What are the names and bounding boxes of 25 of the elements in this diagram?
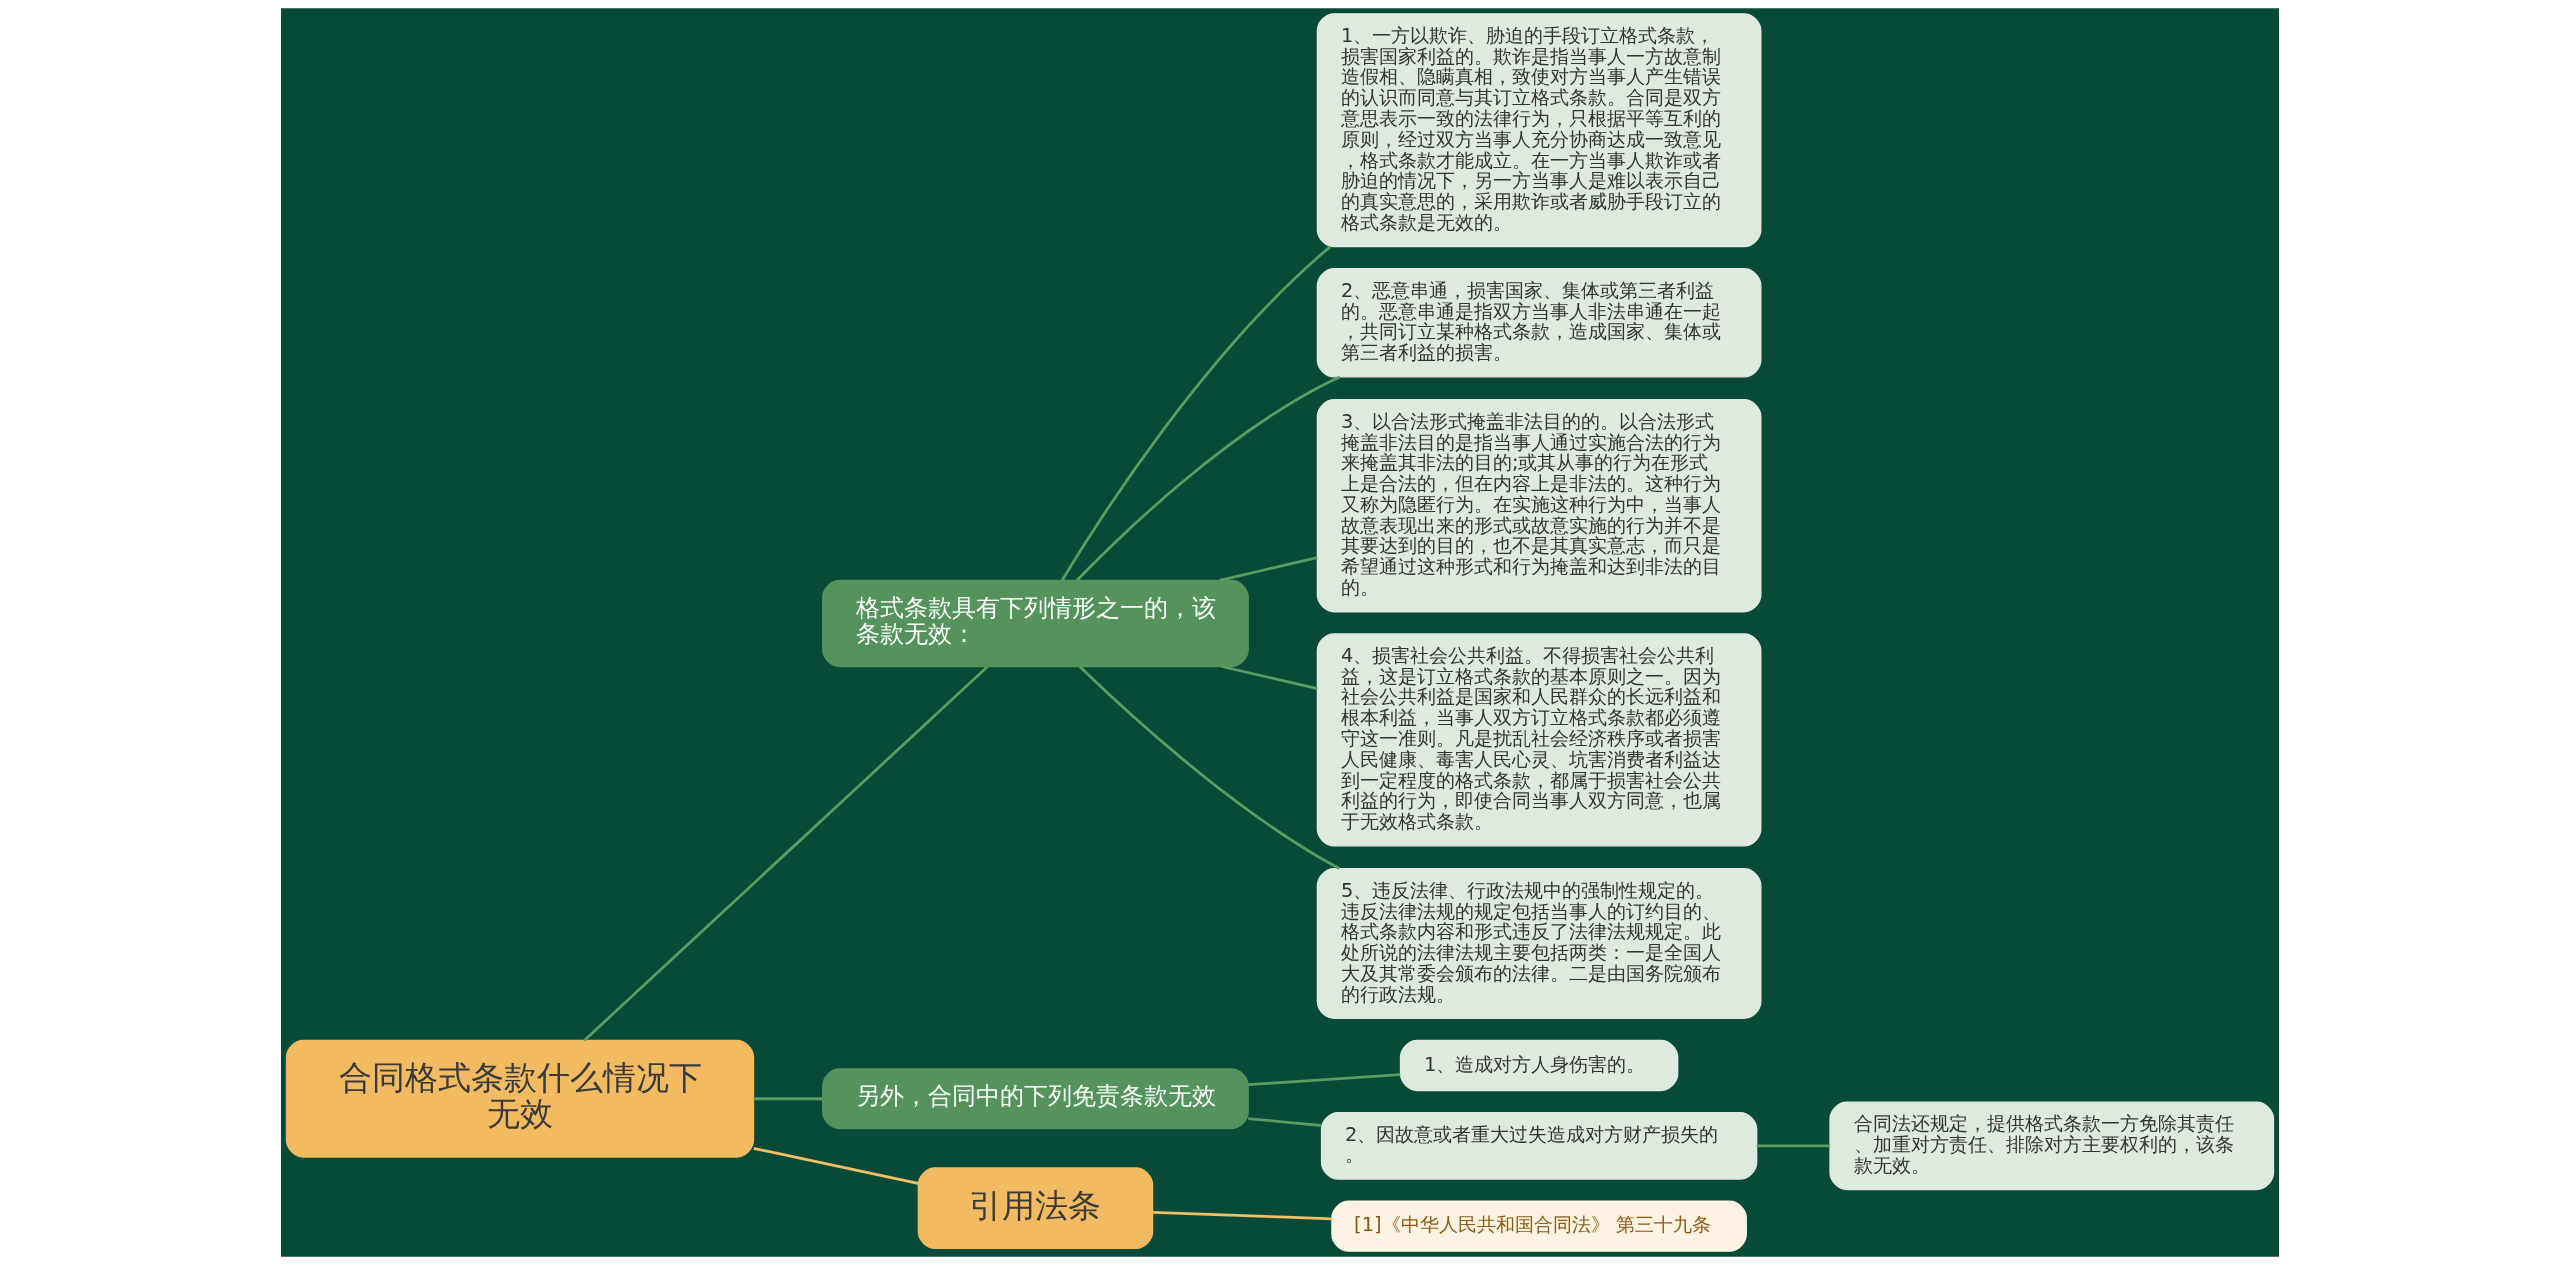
connector	[1060, 245, 1332, 581]
node-box: 2、恶意串通，损害国家、集体或第三者利益的。恶意串通是指双方当事人非法串通在一起，共同订立某种格式条款，造成国家、集体或第三者利益的损害。	[1316, 268, 1762, 378]
node-box: 2、因故意或者重大过失造成对方财产损失的。	[1320, 1111, 1758, 1180]
connector	[753, 1147, 919, 1185]
connector	[1221, 665, 1318, 691]
node-box: 另外，合同中的下列免责条款无效	[822, 1068, 1249, 1130]
node-box: 4、损害社会公共利益。不得损害社会公共利益，这是订立格式条款的基本原则之一。因为社会公共利益是国家和人民群众的长远利益和根本利益，当事人双方订立格式条款都必须遵守这一准则。凡是扰乱社会经济秩序或者损害人民健康、毒害人民心灵、坑害消费者利益达到一定程度的格式条款，都属于损害社会公共利益的行为，即使合同当事人双方同意，也属于无效格式条款。	[1316, 633, 1762, 847]
node-box: 5、违反法律、行政法规中的强制性规定的。违反法律法规的规定包括当事人的订约目的、格式条款内容和形式违反了法律法规规定。此处所说的法律法规主要包括两类：一是全国人大及其常委会颁布的法律。二是由国务院颁布的行政法规。	[1316, 868, 1762, 1020]
node-box: 格式条款具有下列情形之一的，该条款无效：	[822, 579, 1249, 668]
connector	[1152, 1211, 1332, 1221]
node-box: 引用法条	[917, 1167, 1154, 1250]
node-box: 1、造成对方人身伤害的。	[1399, 1039, 1679, 1092]
node-box: 3、以合法形式掩盖非法目的的。以合法形式掩盖非法目的是指当事人通过实施合法的行为来掩盖其非法的目的;或其从事的行为在形式上是合法的，但在内容上是非法的。这种行为又称为隐匿行为。在实施这种行为中，当事人故意表现出来的形式或故意实施的行为并不是其要达到的目的，也不是其真实意志，而只是希望通过这种形式和行为掩盖和达到非法的目的。	[1316, 399, 1762, 613]
node-box: [1]《中华人民共和国合同法》 第三十九条	[1331, 1200, 1747, 1252]
node-box: 合同格式条款什么情况下无效	[285, 1039, 755, 1158]
connector	[1756, 1144, 1830, 1148]
connector	[753, 1097, 823, 1101]
connector	[1248, 1117, 1322, 1127]
connector	[1078, 665, 1340, 870]
connector	[583, 665, 989, 1042]
connector	[1248, 1073, 1401, 1087]
connector	[1219, 556, 1318, 582]
node-box: 1、一方以欺诈、胁迫的手段订立格式条款，损害国家利益的。欺诈是指当事人一方故意制造假相、隐瞒真相，致使对方当事人产生错误的认识而同意与其订立格式条款。合同是双方意思表示一致的法律行为，只根据平等互利的原则，经过双方当事人充分协商达成一致意见，格式条款才能成立。在一方当事人欺诈或者胁迫的情况下，另一方当事人是难以表示自己的真实意思的，采用欺诈或者威胁手段订立的格式条款是无效的。	[1316, 13, 1762, 248]
node-box: 合同法还规定，提供格式条款一方免除其责任、加重对方责任、排除对方主要权利的，该条款无效。	[1829, 1101, 2275, 1191]
connector	[1075, 375, 1341, 582]
